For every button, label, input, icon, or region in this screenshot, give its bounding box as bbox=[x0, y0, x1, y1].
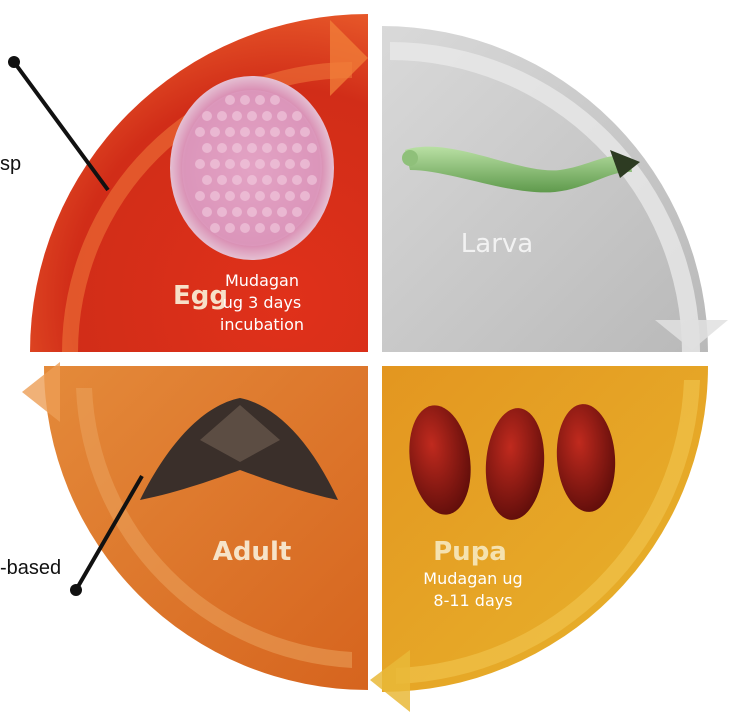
egg-duration-line-1: Mudagan bbox=[225, 271, 299, 290]
egg-dot bbox=[262, 111, 272, 121]
egg-dot bbox=[225, 127, 235, 137]
egg-dot bbox=[277, 111, 287, 121]
pupa-quadrant: Pupa Mudagan ug 8-11 days bbox=[370, 366, 708, 712]
callout-text-bottom: -based bbox=[0, 557, 61, 580]
egg-dot bbox=[262, 175, 272, 185]
egg-dot bbox=[262, 143, 272, 153]
callout-text-top: sp bbox=[0, 153, 21, 176]
egg-dot bbox=[202, 143, 212, 153]
egg-dot bbox=[270, 191, 280, 201]
egg-dot bbox=[225, 95, 235, 105]
egg-dot bbox=[210, 223, 220, 233]
egg-dot bbox=[225, 191, 235, 201]
egg-dot bbox=[300, 159, 310, 169]
egg-label: Egg bbox=[173, 281, 228, 311]
egg-dot bbox=[202, 175, 212, 185]
egg-dot bbox=[255, 127, 265, 137]
egg-duration-line-3: incubation bbox=[220, 315, 304, 334]
egg-dot bbox=[292, 175, 302, 185]
egg-dot bbox=[195, 159, 205, 169]
egg-dot bbox=[307, 175, 317, 185]
larva-label: Larva bbox=[461, 229, 533, 259]
egg-dot bbox=[240, 191, 250, 201]
egg-dot bbox=[277, 143, 287, 153]
egg-dot bbox=[217, 175, 227, 185]
larva-quadrant: Larva bbox=[382, 26, 728, 352]
egg-dot bbox=[232, 207, 242, 217]
pupa-duration-line-2: 8-11 days bbox=[433, 591, 512, 610]
egg-dot bbox=[300, 191, 310, 201]
egg-dot bbox=[217, 111, 227, 121]
egg-duration-line-2: ug 3 days bbox=[223, 293, 301, 312]
egg-dot bbox=[240, 223, 250, 233]
egg-dot bbox=[270, 159, 280, 169]
egg-dot bbox=[285, 127, 295, 137]
egg-dot bbox=[217, 207, 227, 217]
pupa-duration-line-1: Mudagan ug bbox=[423, 569, 522, 588]
egg-dot bbox=[277, 175, 287, 185]
egg-dot bbox=[270, 127, 280, 137]
adult-label: Adult bbox=[213, 537, 292, 567]
egg-dot bbox=[232, 143, 242, 153]
egg-dot bbox=[195, 191, 205, 201]
egg-dot bbox=[285, 159, 295, 169]
egg-dot bbox=[292, 111, 302, 121]
egg-dot bbox=[247, 175, 257, 185]
egg-dot bbox=[210, 191, 220, 201]
egg-dot bbox=[270, 223, 280, 233]
egg-dot bbox=[292, 143, 302, 153]
egg-dot bbox=[247, 207, 257, 217]
egg-dot bbox=[285, 223, 295, 233]
egg-dot bbox=[210, 159, 220, 169]
egg-dot bbox=[210, 127, 220, 137]
egg-dot bbox=[232, 175, 242, 185]
egg-dot bbox=[217, 143, 227, 153]
egg-dot bbox=[255, 223, 265, 233]
adult-quadrant: Adult bbox=[22, 362, 368, 690]
pupae-photo bbox=[403, 401, 619, 522]
egg-dot bbox=[240, 159, 250, 169]
egg-dot bbox=[255, 159, 265, 169]
egg-dot bbox=[202, 111, 212, 121]
egg-dot bbox=[255, 191, 265, 201]
egg-dot bbox=[240, 127, 250, 137]
egg-dot bbox=[247, 143, 257, 153]
egg-dot bbox=[225, 159, 235, 169]
egg-dot bbox=[225, 223, 235, 233]
egg-dot bbox=[307, 143, 317, 153]
egg-dot bbox=[292, 207, 302, 217]
egg-dot bbox=[232, 111, 242, 121]
egg-dot bbox=[240, 95, 250, 105]
egg-dot bbox=[262, 207, 272, 217]
egg-quadrant: Egg Mudagan ug 3 days incubation bbox=[30, 14, 368, 352]
egg-dot bbox=[202, 207, 212, 217]
egg-dot bbox=[277, 207, 287, 217]
egg-dot bbox=[247, 111, 257, 121]
egg-dot bbox=[255, 95, 265, 105]
egg-cluster-photo bbox=[170, 76, 334, 260]
egg-dot bbox=[195, 127, 205, 137]
egg-dot bbox=[285, 191, 295, 201]
egg-dot bbox=[300, 127, 310, 137]
pupa-label: Pupa bbox=[433, 537, 507, 567]
egg-dot bbox=[270, 95, 280, 105]
callout-pointer-top bbox=[8, 56, 108, 190]
